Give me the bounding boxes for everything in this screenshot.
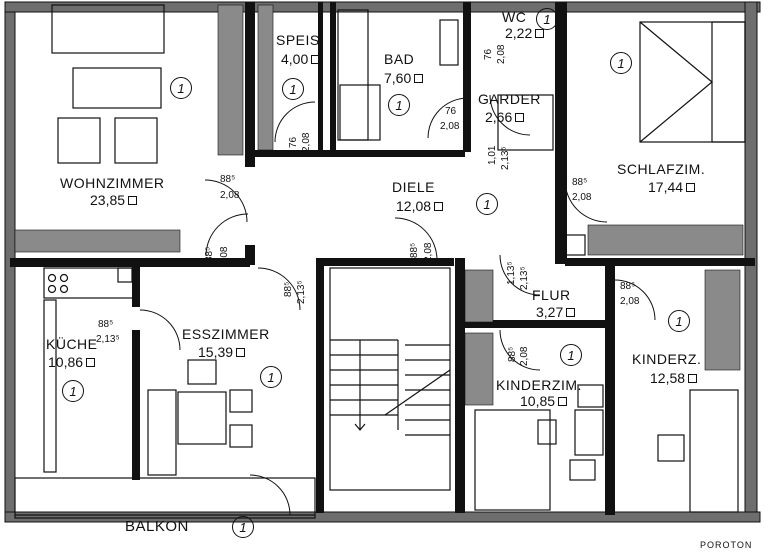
room-area-kueche: 10,86 (48, 355, 95, 369)
door-height-flur-in: 2,13⁵ (519, 266, 530, 290)
room-name-kinderz: KINDERZ. (632, 351, 702, 367)
balcony (14, 477, 316, 519)
room-area-schlafzim: 17,44 (648, 180, 695, 194)
room-name-balkon: BALKON (125, 518, 189, 535)
room-area-esszimmer: 15,39 (198, 345, 245, 359)
brand-label: POROTON (700, 540, 753, 550)
door-width-speis: 76 (445, 106, 457, 117)
room-marker-kinderzim: 1 (560, 344, 582, 366)
door-width-kinderz: 88⁵ (620, 281, 636, 292)
room-marker-speis: 1 (282, 78, 304, 100)
door-height-schlaf: 2,08 (572, 192, 592, 203)
interior-walls (10, 2, 755, 515)
room-name-speis: SPEIS (276, 32, 320, 48)
door-width-ess-diele: 88⁵ (283, 281, 294, 297)
furniture (43, 4, 746, 513)
door-height-wc: 2,08 (496, 44, 507, 64)
room-marker-schlafzim: 1 (610, 52, 632, 74)
room-area-wohnzimmer: 23,85 (90, 193, 137, 207)
room-marker-kinderz: 1 (668, 310, 690, 332)
room-name-kueche: KÜCHE (46, 336, 98, 352)
room-name-wc: WC (502, 9, 527, 25)
room-area-garder: 2,66 (485, 110, 524, 124)
room-name-esszimmer: ESSZIMMER (182, 326, 270, 342)
room-area-kinderz: 12,58 (650, 371, 697, 385)
door-height-garder: 2,13⁵ (500, 146, 511, 170)
room-name-garder: GARDER (478, 91, 541, 107)
room-name-diele: DIELE (392, 179, 435, 195)
door-height-wohn-diele: 2,08 (220, 190, 240, 201)
room-marker-diele: 1 (476, 193, 498, 215)
door-width-schlaf: 88⁵ (572, 177, 588, 188)
room-name-kinderzim: KINDERZIM. (496, 377, 582, 393)
door-height-bad: 2,08 (301, 132, 312, 152)
door-width-wohn-diele: 88⁵ (220, 174, 236, 185)
door-height-diele-stair: 2,08 (423, 242, 434, 262)
staircase (329, 267, 451, 491)
room-marker-wohnzimmer: 1 (170, 77, 192, 99)
room-area-diele: 12,08 (396, 199, 443, 213)
door-swings (139, 94, 656, 516)
door-width-bad: 76 (288, 136, 299, 148)
door-height-kinderzim: 2,08 (519, 346, 530, 366)
room-marker-wc: 1 (536, 8, 558, 30)
door-height-ess-diele: 2,13⁵ (296, 280, 307, 304)
room-name-schlafzim: SCHLAFZIM. (617, 161, 706, 177)
room-marker-esszimmer: 1 (260, 366, 282, 388)
door-height-kinderz: 2,08 (620, 296, 640, 307)
door-height-speis: 2,08 (440, 121, 460, 132)
room-marker-kueche: 1 (62, 380, 84, 402)
door-width-kinderzim: 88⁵ (507, 346, 518, 362)
room-area-wc: 2,22 (505, 26, 544, 40)
room-name-flur: FLUR (532, 287, 571, 303)
door-width-kueche-ess: 88⁵ (98, 319, 114, 330)
door-height-wohn-ess: 2,08 (219, 246, 230, 266)
room-name-bad: BAD (384, 51, 415, 67)
door-height-kueche-ess: 2,13⁵ (96, 334, 120, 345)
door-width-garder: 1,01 (487, 145, 498, 165)
room-name-wohnzimmer: WOHNZIMMER (60, 175, 165, 191)
room-area-kinderzim: 10,85 (520, 394, 567, 408)
door-width-wohn-ess: 88⁵ (204, 246, 215, 262)
door-width-diele-stair: 88⁵ (409, 242, 420, 258)
door-width-flur-in: 1,13⁵ (506, 261, 517, 285)
room-marker-balkon: 1 (232, 516, 254, 538)
room-area-bad: 7,60 (384, 71, 423, 85)
room-area-flur: 3,27 (536, 305, 575, 319)
room-area-speis: 4,00 (281, 52, 320, 66)
room-marker-bad: 1 (388, 94, 410, 116)
door-width-wc: 76 (483, 48, 494, 60)
hatched-walls (14, 4, 744, 406)
